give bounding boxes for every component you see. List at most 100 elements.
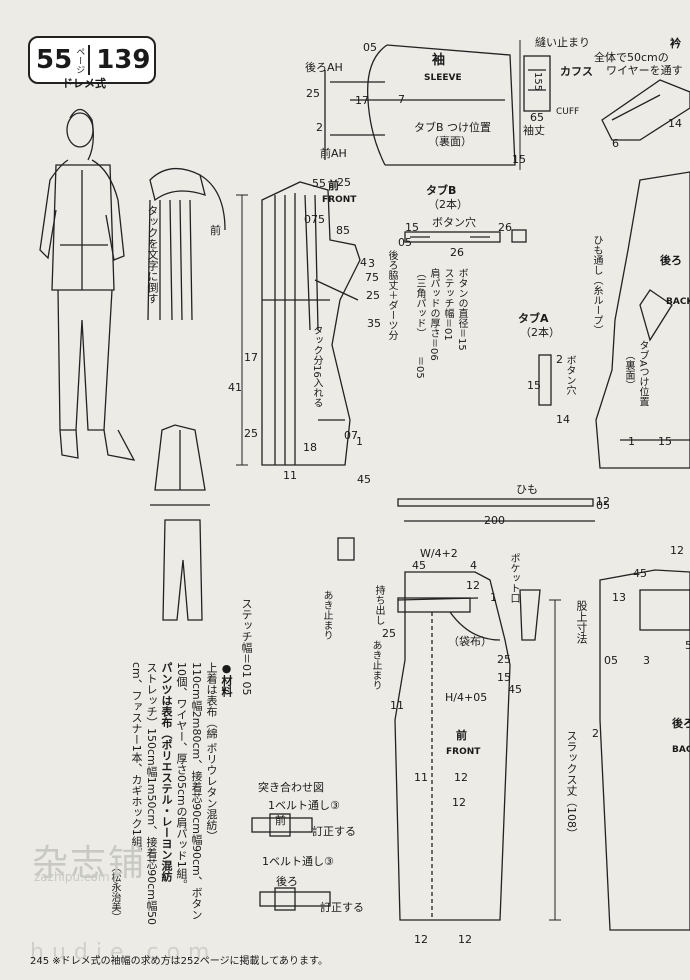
dimension-value: 14 (556, 413, 570, 426)
pants-waist: W/4+2 (420, 547, 458, 560)
tab-b-title: タブB (426, 184, 457, 197)
pants-front-title: 前 (456, 729, 467, 742)
collar-note-2: ワイヤーを通す (606, 64, 683, 77)
tab-b-hole: ボタン穴 (432, 216, 476, 229)
back-bodice-title: 後ろ (660, 254, 682, 267)
bodice-back-dart: 後ろ脇丈＋ダーツ分 (386, 250, 397, 340)
collar-title: 衿 (670, 37, 681, 50)
dimension-value: 15 (658, 435, 672, 448)
dimension-value: 7 (398, 93, 405, 106)
page-number-b: 139 (88, 45, 150, 75)
dimension-value: 15 (512, 153, 526, 166)
model-illustration (39, 108, 136, 461)
materials-line-4: パンツは表布（ポリエステル・レーヨン混紡 (160, 662, 173, 882)
materials-line-2: 110cm幅2m80cm、接着芯90cm幅90cm、ボタン (190, 662, 203, 920)
dimension-value: 3 (643, 654, 650, 667)
dimension-value: 45 (508, 683, 522, 696)
style-name: ドレメ式 (62, 77, 106, 90)
dimension-value: 12 (454, 771, 468, 784)
pants-opening: あき止まり (370, 640, 381, 690)
assembly-seal-2: 訂正する (320, 901, 364, 914)
dimension-value: 5 (685, 639, 690, 652)
pants-back-title: 後ろ (672, 717, 690, 730)
pants-opening-2: あき止まり (321, 590, 332, 640)
dimension-value: 25 (337, 176, 351, 189)
dimension-value: 26 (498, 221, 512, 234)
string-width: 12 (596, 495, 610, 508)
pants-hip: H/4+05 (445, 691, 488, 704)
materials-head: ●材料 (220, 662, 233, 697)
dimension-value: 17 (355, 94, 369, 107)
materials-line-3: 10個、ワイヤー、厚さ05cmの肩パッド1組。 (175, 662, 188, 890)
materials-line-6: cm、ファスナー1本、カギホック1組。 (130, 662, 143, 858)
stitch-note: ステッチ幅＝01 05 (240, 598, 253, 696)
back-tab-a-position-sub: （裏面） (623, 350, 634, 390)
cuff-title: カフス (560, 65, 593, 78)
dimension-value: 2 (316, 121, 323, 134)
dimension-value: 25 (382, 627, 396, 640)
materials-line-1: 上着は表布（綿 ポリウレタン混紡） (205, 662, 218, 842)
sleeve-back-ah: 後ろAH (305, 61, 343, 74)
string-length: 200 (484, 514, 505, 527)
cuff-title-en: CUFF (556, 107, 580, 117)
dimension-value: 14 (668, 117, 682, 130)
tab-b-count: （2本） (428, 198, 468, 211)
dimension-value: 45 (633, 567, 647, 580)
sleeve-length: 袖丈 (523, 124, 545, 137)
assembly-title: 突き合わせ図 (258, 781, 324, 794)
tab-a-hole: ボタン穴 (564, 355, 575, 395)
tuck-note: タックを文字に倒す (146, 205, 159, 304)
collar-front-label: 前 (210, 224, 221, 237)
dimension-value: 12 (452, 796, 466, 809)
string-title: ひも (516, 483, 538, 496)
button-note-1: ボタンの直径＝15 (456, 268, 467, 351)
back-bodice-title-en: BACK (666, 297, 690, 307)
pants-pocket: ポケット口 (508, 553, 519, 603)
dimension-value: 18 (303, 441, 317, 454)
dimension-value: 11 (283, 469, 297, 482)
bodice-front-title: 前 (328, 179, 339, 192)
button-note-2: ステッチ幅＝01 (442, 268, 453, 341)
sleeve-tab-position: タブB つけ位置 (414, 121, 492, 134)
assembly-belt-loop-2: 1ベルト通し③ (262, 855, 334, 868)
dimension-value: 4 (360, 256, 367, 269)
dimension-value: 2 (556, 353, 563, 366)
bodice-front-title-en: FRONT (322, 195, 357, 205)
assembly-belt-loop-1: 1ベルト通し③ (268, 799, 340, 812)
sleeve-title-en: SLEEVE (424, 73, 462, 83)
footer-note: ※ドレメ式の袖幅の求め方は252ページに掲載してあります。 (52, 956, 328, 967)
dimension-value: 25 (244, 427, 258, 440)
tab-b-length: 26 (450, 246, 464, 259)
dimension-value: 05 (363, 41, 377, 54)
tab-a-title: タブA (518, 312, 549, 325)
dimension-value: 35 (367, 317, 381, 330)
dimension-value: 1 (356, 435, 363, 448)
button-note-4: （三角パッド） (414, 268, 425, 338)
dimension-value: 85 (336, 224, 350, 237)
back-loop-note: ひも通し（糸ループ） (591, 235, 602, 335)
dimension-value: 25 (306, 87, 320, 100)
dimension-value: 3 (368, 257, 375, 270)
button-note-5: ＝05 (414, 356, 425, 379)
back-tab-a-position: タブAつけ位置 (637, 340, 648, 407)
assembly-back: 後ろ (276, 875, 298, 888)
dimension-value: 12 (466, 579, 480, 592)
pants-hem-right: 12 (458, 933, 472, 946)
watermark-site: hudie.com (30, 940, 218, 965)
dimension-value: 15 (527, 379, 541, 392)
pants-extension: 持ち出し (373, 585, 384, 625)
bodice-tuck-note: タック分16入れる (311, 325, 322, 408)
dimension-value: 1 (628, 435, 635, 448)
materials-credit: （松永治美） (109, 862, 120, 922)
dimension-value: 2 (592, 727, 599, 740)
watermark-cn: 杂志铺 (32, 843, 147, 884)
dimension-value: 6 (612, 137, 619, 150)
assembly-seal-1: 訂正する (312, 825, 356, 838)
dimension-value: 55 (312, 177, 326, 190)
dimension-value: 13 (612, 591, 626, 604)
sleeve-fold-stop: 縫い止まり (535, 36, 590, 49)
dimension-value: 15 (497, 671, 511, 684)
dimension-value: 25 (497, 653, 511, 666)
dimension-value: 17 (244, 351, 258, 364)
